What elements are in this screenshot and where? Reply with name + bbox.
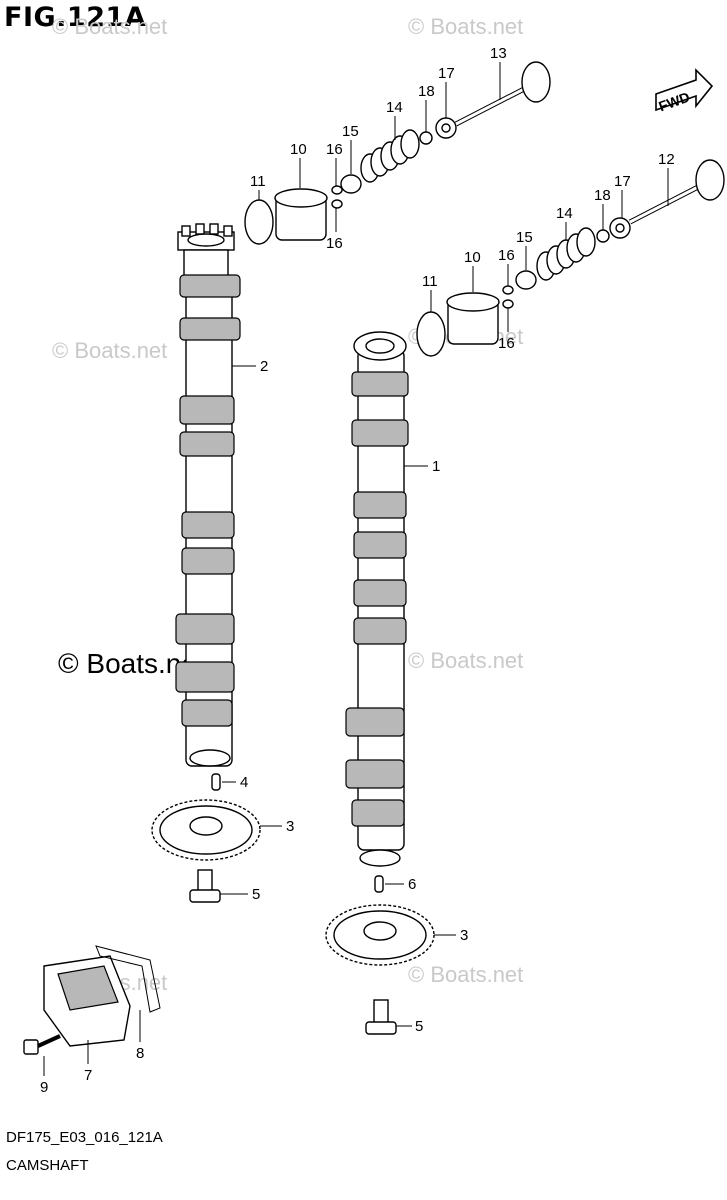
callout-5: 5 xyxy=(415,1018,423,1035)
callout-9: 9 xyxy=(40,1079,48,1096)
callout-16: 16 xyxy=(326,235,343,252)
callout-16: 16 xyxy=(326,141,343,158)
callout-12: 12 xyxy=(658,151,675,168)
callout-14: 14 xyxy=(386,99,403,116)
fwd-arrow-icon: FWD xyxy=(655,68,714,114)
watermark: © Boats.net xyxy=(408,648,524,673)
spring-14-lower xyxy=(536,227,596,281)
callout-5: 5 xyxy=(252,886,260,903)
callout-1: 1 xyxy=(432,458,440,475)
callout-13: 13 xyxy=(490,45,507,62)
watermark: © Boats.net xyxy=(52,338,168,363)
callout-15: 15 xyxy=(342,123,359,140)
bolt-9 xyxy=(23,1034,61,1055)
watermark: © Boats.net xyxy=(408,962,524,987)
camshaft-left xyxy=(175,223,241,767)
callout-7: 7 xyxy=(84,1067,92,1084)
pin-6 xyxy=(374,875,384,893)
callout-8: 8 xyxy=(136,1045,144,1062)
callout-17: 17 xyxy=(614,173,631,190)
callout-4: 4 xyxy=(240,774,248,791)
bolt-5-right xyxy=(365,999,397,1035)
callout-6: 6 xyxy=(408,876,416,893)
callout-18: 18 xyxy=(594,187,611,204)
valve-12 xyxy=(695,159,725,201)
shim-11-upper xyxy=(244,199,274,245)
callout-17: 17 xyxy=(438,65,455,82)
callout-16: 16 xyxy=(498,247,515,264)
valve-13 xyxy=(521,61,551,103)
cover-7 xyxy=(43,955,131,1047)
watermark: © Boats.net xyxy=(408,14,524,39)
bolt-5-left xyxy=(189,869,221,903)
camshaft-right xyxy=(345,331,409,867)
callout-3: 3 xyxy=(460,927,468,944)
sprocket-left xyxy=(151,799,261,861)
valve-group-lower xyxy=(416,159,725,357)
leader-lines xyxy=(43,62,669,1076)
valve-group-upper xyxy=(244,61,551,245)
spring-14-upper xyxy=(360,129,420,183)
callout-16: 16 xyxy=(498,335,515,352)
figure-title: FIG.121A xyxy=(4,2,147,33)
callout-11: 11 xyxy=(422,273,438,290)
diagram-caption: CAMSHAFT xyxy=(6,1157,89,1174)
camshaft-cap xyxy=(177,223,235,281)
callouts: 1 2 3 3 4 5 5 6 7 8 9 10 10 11 11 12 13 … xyxy=(40,45,675,1096)
gasket-8 xyxy=(95,945,161,1013)
callout-14: 14 xyxy=(556,205,573,222)
callout-15: 15 xyxy=(516,229,533,246)
diagram-code: DF175_E03_016_121A xyxy=(6,1129,163,1146)
callout-10: 10 xyxy=(290,141,307,158)
callout-11: 11 xyxy=(250,173,266,190)
callout-10: 10 xyxy=(464,249,481,266)
callout-2: 2 xyxy=(260,358,268,375)
callout-3: 3 xyxy=(286,818,294,835)
watermark: © Boats.net xyxy=(52,14,168,39)
callout-18: 18 xyxy=(418,83,435,100)
pin-4 xyxy=(211,773,221,791)
sprocket-right xyxy=(325,904,435,966)
